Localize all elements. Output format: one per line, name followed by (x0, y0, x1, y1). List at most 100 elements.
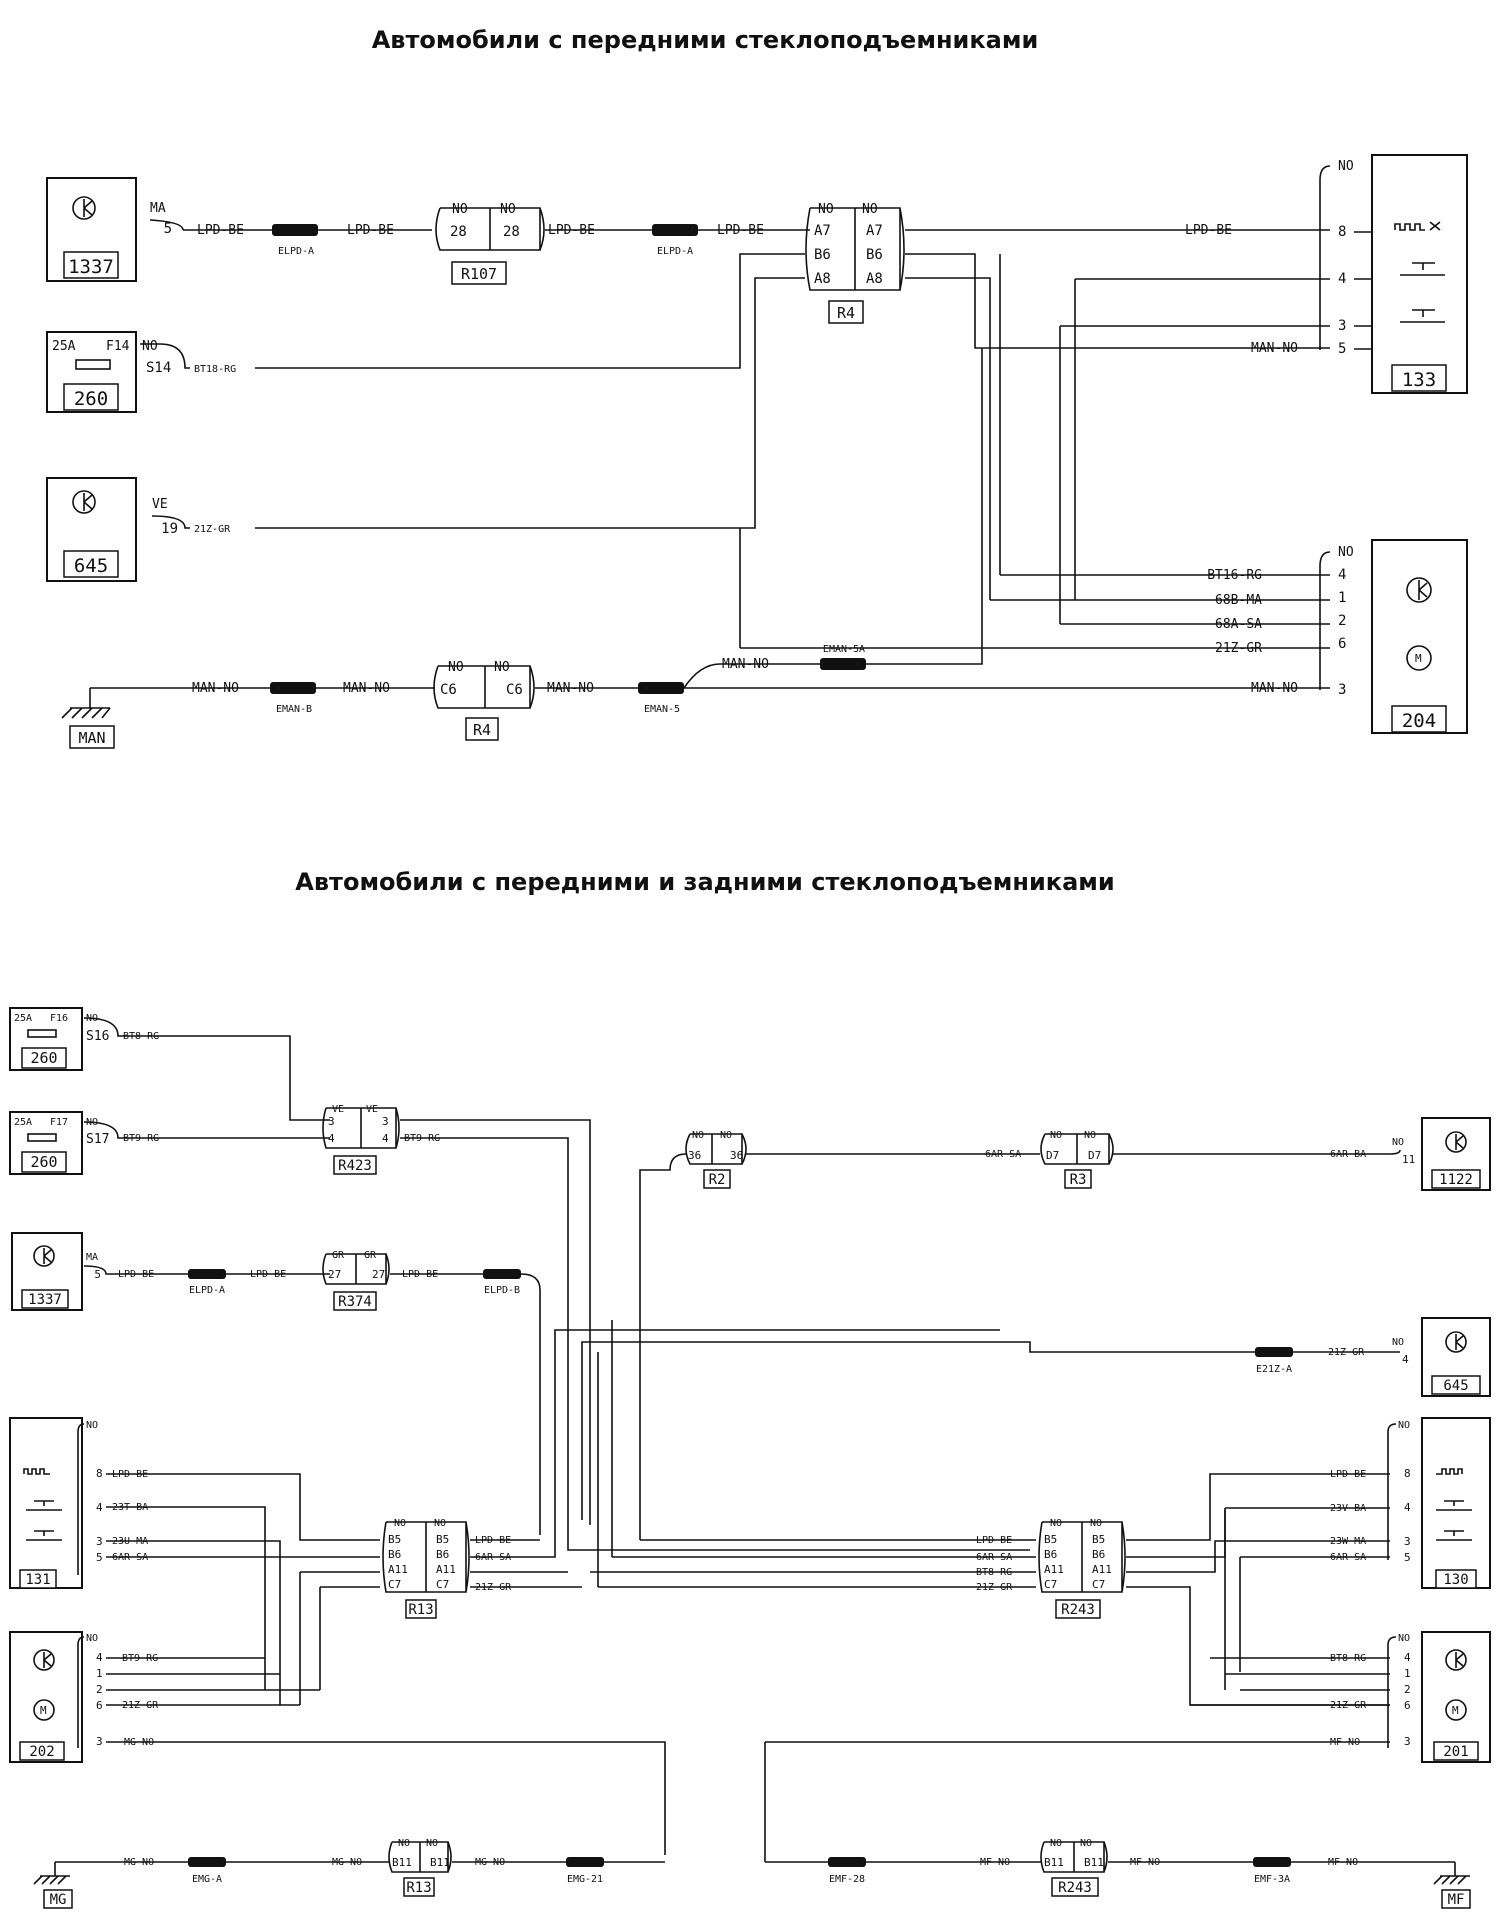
splice-EMAN-B (270, 682, 316, 694)
fuse-icon (27, 1029, 57, 1038)
transistor-icon (1418, 580, 1428, 600)
svg-text:R107: R107 (461, 265, 497, 283)
svg-text:LPD-BE: LPD-BE (976, 1535, 1012, 1546)
svg-text:5: 5 (96, 1551, 103, 1564)
svg-text:R3: R3 (1070, 1172, 1087, 1188)
top-section-title: Автомобили с передними стеклоподъемникам… (372, 26, 1039, 54)
component-645: 645 VE 19 (46, 477, 178, 582)
svg-text:ELPD-B: ELPD-B (484, 1285, 520, 1296)
svg-text:4: 4 (328, 1132, 335, 1145)
svg-text:MAN-NO: MAN-NO (192, 681, 239, 696)
svg-text:2: 2 (1338, 613, 1346, 629)
fuse-icon (27, 1133, 57, 1142)
connector-R4-a: NO NO A7 B6 A8 A7 B6 A8 R4 (805, 202, 905, 324)
component-1337: 1337 MA 5 (46, 177, 172, 282)
svg-text:C7: C7 (1044, 1578, 1057, 1591)
svg-text:4: 4 (1404, 1651, 1411, 1664)
svg-text:260: 260 (30, 1049, 57, 1067)
svg-text:BT18-RG: BT18-RG (194, 364, 236, 375)
svg-text:1337: 1337 (28, 1292, 62, 1308)
svg-text:645: 645 (1443, 1378, 1468, 1394)
svg-text:M: M (40, 1704, 47, 1717)
svg-text:MF-NO: MF-NO (1328, 1857, 1358, 1868)
svg-text:EMG-21: EMG-21 (567, 1874, 603, 1885)
svg-text:4: 4 (96, 1651, 103, 1664)
svg-text:1: 1 (1338, 590, 1346, 606)
component-204: NO 4 1 2 6 3 M 204 (1319, 539, 1468, 734)
connector-R374: GR GR 27 27 R374 (322, 1250, 390, 1311)
svg-text:R13: R13 (406, 1880, 431, 1896)
svg-text:36: 36 (730, 1149, 743, 1162)
control-unit-icon (72, 490, 96, 514)
splice-ELPD-A-2 (652, 224, 698, 236)
transistor-icon (83, 493, 93, 511)
svg-text:NO: NO (862, 202, 878, 217)
svg-text:B5: B5 (388, 1533, 401, 1546)
control-unit-icon (72, 196, 96, 220)
svg-text:B11: B11 (1084, 1856, 1104, 1869)
svg-text:1122: 1122 (1439, 1172, 1473, 1188)
component-1337-b: 1337 MA 5 (11, 1232, 101, 1311)
svg-text:2: 2 (96, 1683, 103, 1696)
svg-text:5: 5 (1404, 1551, 1411, 1564)
svg-text:NO: NO (1398, 1420, 1410, 1431)
switch-icon (26, 1500, 62, 1511)
svg-text:131: 131 (25, 1572, 50, 1588)
svg-text:A7: A7 (866, 223, 883, 239)
component-202: M 202 NO 4 1 2 6 3 (9, 1631, 103, 1763)
svg-text:5: 5 (94, 1268, 101, 1281)
splice-ELPD-A (188, 1269, 226, 1279)
svg-text:260: 260 (30, 1153, 57, 1171)
svg-text:NO: NO (86, 1633, 98, 1644)
svg-text:D7: D7 (1046, 1149, 1059, 1162)
svg-text:MAN-NO: MAN-NO (343, 681, 390, 696)
svg-text:BT9-RG: BT9-RG (404, 1133, 440, 1144)
svg-text:4: 4 (1338, 271, 1346, 287)
svg-text:LPD-BE: LPD-BE (250, 1269, 286, 1280)
svg-text:23U-MA: 23U-MA (112, 1536, 148, 1547)
svg-text:6AR-SA: 6AR-SA (985, 1149, 1021, 1160)
pin-color: MA (150, 201, 166, 216)
control-unit-icon (33, 1245, 55, 1267)
splice-EMG-A (188, 1857, 226, 1867)
svg-text:MF-NO: MF-NO (1330, 1737, 1360, 1748)
svg-text:28: 28 (503, 224, 520, 240)
svg-text:B6: B6 (1092, 1548, 1105, 1561)
control-unit-icon (1406, 577, 1432, 603)
svg-text:ELPD-A: ELPD-A (657, 246, 693, 257)
svg-text:21Z-GR: 21Z-GR (122, 1700, 159, 1711)
svg-text:LPD-BE: LPD-BE (402, 1269, 438, 1280)
component-260-f16: 25A F16 260 NO S16 (9, 1007, 109, 1071)
svg-text:NO: NO (142, 339, 158, 354)
svg-text:R243: R243 (1058, 1880, 1092, 1896)
svg-text:11: 11 (1402, 1153, 1415, 1166)
svg-text:NO: NO (1080, 1838, 1092, 1849)
svg-text:MA: MA (86, 1252, 98, 1263)
component-130: 130 NO 8 4 3 5 (1387, 1417, 1491, 1589)
svg-text:BT8-RG: BT8-RG (123, 1031, 159, 1042)
svg-text:GR: GR (364, 1250, 377, 1261)
svg-text:F17: F17 (50, 1117, 68, 1128)
svg-text:25A: 25A (14, 1117, 32, 1128)
svg-text:4: 4 (1338, 567, 1346, 583)
svg-text:NO: NO (1090, 1518, 1102, 1529)
svg-text:NO: NO (1084, 1130, 1096, 1141)
svg-text:A11: A11 (1092, 1563, 1112, 1576)
svg-text:LPD-BE: LPD-BE (717, 223, 764, 238)
svg-text:27: 27 (328, 1268, 341, 1281)
connector-R107: NO NO 28 28 R107 (435, 202, 545, 285)
svg-text:21Z-GR: 21Z-GR (475, 1582, 512, 1593)
pulse-icon (23, 1468, 50, 1475)
svg-text:NO: NO (426, 1838, 438, 1849)
svg-text:4: 4 (1404, 1501, 1411, 1514)
motor-icon (1406, 645, 1432, 671)
svg-text:R423: R423 (338, 1158, 372, 1174)
svg-text:A8: A8 (866, 271, 883, 287)
svg-text:4: 4 (382, 1132, 389, 1145)
component-201: M 201 NO 4 1 2 6 3 (1387, 1631, 1491, 1763)
transistor-icon (43, 1652, 52, 1668)
svg-text:23T-BA: 23T-BA (112, 1502, 148, 1513)
svg-text:645: 645 (74, 555, 108, 577)
svg-text:M: M (1452, 1704, 1459, 1717)
wire-label: LPD-BE (347, 223, 394, 238)
